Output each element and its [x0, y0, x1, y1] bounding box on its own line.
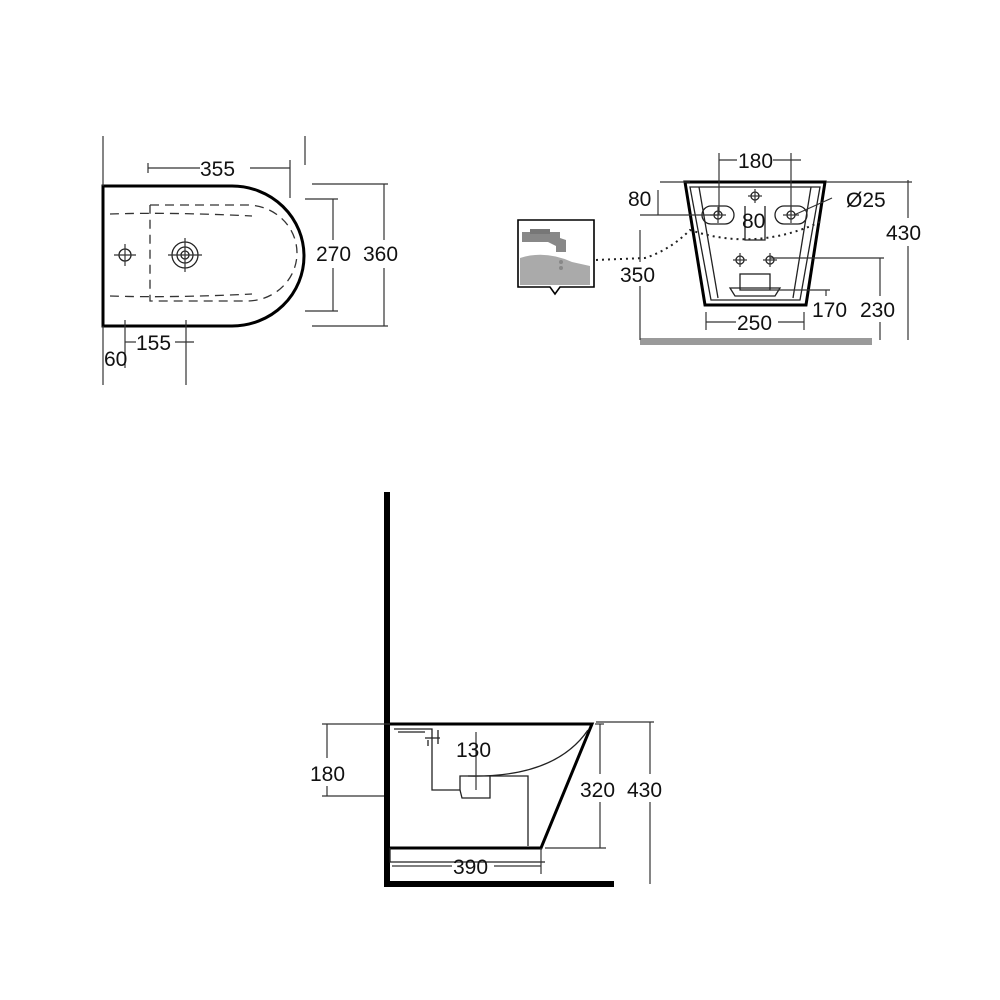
top-view-rim-line-2	[109, 293, 253, 298]
dim-width: 360	[363, 243, 398, 266]
dim-outlet-depth: 130	[456, 739, 491, 762]
dim-outlet-height: 230	[860, 299, 895, 322]
dim-fixing-height: 180	[310, 763, 345, 786]
waste-hole	[168, 238, 202, 272]
dim-hole-offset: 155	[136, 332, 171, 355]
outlet-base	[728, 287, 782, 297]
tap-hole	[114, 244, 136, 266]
back-view: 180 80 80 Ø25 350 430 230 170	[517, 150, 921, 345]
dim-waste-spacing: 250	[737, 312, 772, 335]
dim-projection: 390	[453, 856, 488, 879]
dim-length: 355	[200, 158, 235, 181]
top-view-outline	[101, 184, 306, 328]
dim-edge-offset: 60	[104, 348, 127, 371]
small-hole-left	[733, 253, 747, 267]
side-view-outline	[390, 722, 595, 850]
side-view-bowl-curve	[467, 729, 589, 777]
small-hole-top	[748, 189, 762, 203]
dim-fixing-height-left: 80	[628, 188, 651, 211]
side-view-detail	[398, 730, 440, 746]
side-view-flange	[389, 848, 545, 863]
back-view-inner	[689, 186, 821, 301]
side-view-outlet	[459, 776, 491, 799]
dim-inner-width: 270	[316, 243, 351, 266]
supply-pipe-path	[595, 221, 821, 261]
dim-overall-height: 430	[627, 779, 662, 802]
dim-fixing-height-center: 80	[742, 210, 765, 233]
floor	[640, 338, 872, 345]
back-view-inner-2	[698, 186, 719, 299]
dim-pipe-diameter: Ø25	[846, 189, 886, 212]
water-tap-icon	[517, 219, 595, 296]
dim-supply-height: 350	[620, 264, 655, 287]
top-view: 355 270 360 155 60	[101, 136, 398, 385]
floor-line	[384, 881, 614, 887]
outlet-box	[739, 273, 771, 291]
side-view: 180 130 320 430 390	[310, 492, 662, 887]
dim-height: 430	[886, 222, 921, 245]
small-hole-right	[763, 253, 777, 267]
back-view-inner-3	[792, 186, 812, 299]
dim-waste-height: 170	[812, 299, 847, 322]
dim-rim-height: 320	[580, 779, 615, 802]
back-view-outline	[683, 180, 827, 307]
wall	[384, 492, 390, 887]
top-view-rim-line	[109, 212, 253, 217]
dim-fixing-spacing: 180	[738, 150, 773, 173]
